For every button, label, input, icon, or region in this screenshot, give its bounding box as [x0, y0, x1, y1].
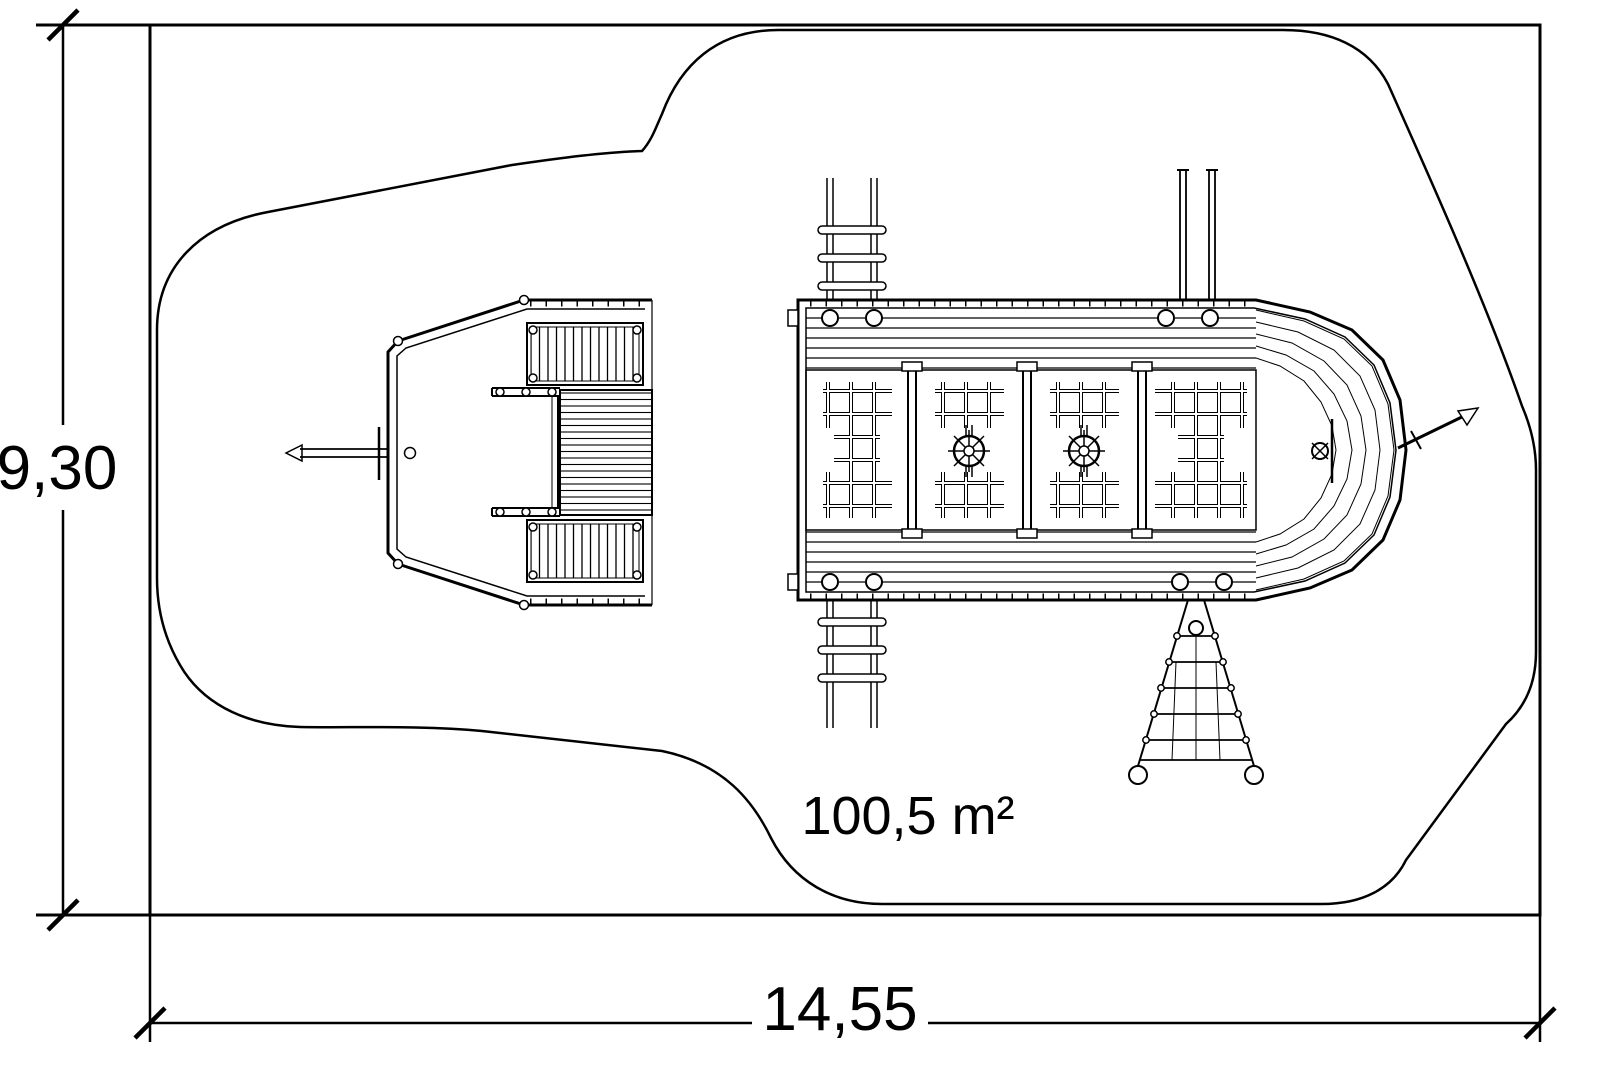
- top-rail: [491, 387, 560, 397]
- dimension-tick: [46, 8, 80, 42]
- area-label: 100,5 m²: [801, 786, 1014, 846]
- net-foot: [1244, 765, 1264, 785]
- hull-outline: [796, 298, 1408, 602]
- hull-posts: [821, 309, 1233, 591]
- width-dimension: 14,55: [133, 915, 1557, 1044]
- post: [518, 294, 530, 306]
- steering-wheel: [1063, 425, 1105, 477]
- steering-wheel: [948, 425, 990, 477]
- bottom-ramp: [526, 519, 644, 583]
- bowsprit-arrowhead-icon: [1456, 407, 1480, 427]
- main-ship-structure: [787, 169, 1480, 785]
- top-ladder: [817, 178, 887, 300]
- mast-poles: [1177, 169, 1218, 300]
- top-ramp: [526, 322, 644, 386]
- dimension-tick: [133, 1006, 167, 1040]
- stairs: [551, 389, 653, 516]
- deck-beams: [901, 361, 1153, 539]
- bowsprit-arrow: [1397, 413, 1467, 450]
- height-dimension: 9,30: [0, 8, 150, 932]
- hull-planking: [806, 317, 1256, 583]
- bowsprit-pole: [284, 427, 417, 480]
- hull-outline-inner: [805, 307, 1397, 593]
- net-apex-ring: [1188, 620, 1204, 636]
- net-foot: [1128, 765, 1148, 785]
- height-dimension-label: 9,30: [0, 434, 117, 503]
- net-climber: [1128, 599, 1264, 785]
- bow-outline: [386, 298, 652, 607]
- bowsprit-flag-icon: [284, 443, 303, 463]
- bow-planking: [1255, 309, 1395, 591]
- post: [392, 335, 404, 347]
- cleat: [787, 573, 799, 591]
- bow-outline-inner: [396, 308, 645, 597]
- bow-structure: [284, 294, 653, 611]
- dimension-tick: [1523, 1006, 1557, 1040]
- bottom-ladder: [817, 600, 887, 728]
- safety-zone-outline: [155, 28, 1538, 906]
- cleat: [787, 309, 799, 327]
- post: [518, 599, 530, 611]
- deck-grids: [823, 382, 1247, 518]
- dimension-tick: [46, 898, 80, 932]
- post: [392, 558, 404, 570]
- area-boundary: [148, 23, 1542, 917]
- width-dimension-label: 14,55: [762, 975, 917, 1044]
- bow-fittings: [1311, 407, 1480, 483]
- bottom-rail: [491, 507, 560, 517]
